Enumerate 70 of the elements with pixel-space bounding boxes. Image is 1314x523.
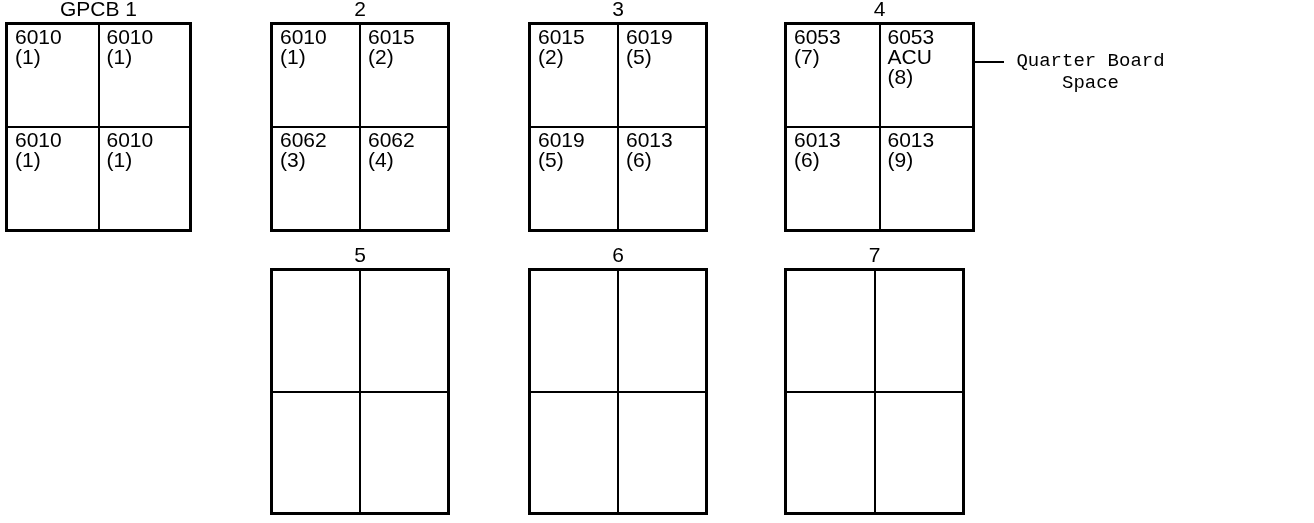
- part-label: 6062: [368, 130, 415, 150]
- board-number: 7: [868, 244, 881, 266]
- part-label: (4): [368, 150, 394, 170]
- part-label: (1): [15, 47, 41, 67]
- board-number: 6: [612, 244, 624, 266]
- part-label: (8): [887, 67, 914, 87]
- part-label: (1): [15, 150, 41, 170]
- part-label: 6053: [794, 27, 841, 47]
- quarter-board-slot: [879, 127, 973, 230]
- part-label: (6): [626, 150, 652, 170]
- part-label: 6010: [106, 27, 154, 47]
- quarter-board-slot: [272, 127, 360, 230]
- quarter-board-slot: [7, 127, 99, 230]
- quarter-board-slot: [786, 270, 875, 392]
- part-label: 6010: [15, 27, 62, 47]
- quarter-board-slot: [874, 270, 963, 392]
- quarter-board-slot: [272, 391, 360, 513]
- callout-text: Quarter Board Space: [1008, 50, 1173, 94]
- part-label: 6013: [887, 130, 935, 150]
- part-label: 6015: [368, 27, 415, 47]
- part-label: 6019: [626, 27, 673, 47]
- part-label: 6010: [15, 130, 62, 150]
- part-label: (5): [626, 47, 652, 67]
- part-label: (2): [368, 47, 394, 67]
- part-label: 6019: [538, 130, 585, 150]
- part-label: 6015: [538, 27, 585, 47]
- quarter-board-slot: [360, 24, 448, 127]
- quarter-board-slot: [874, 391, 963, 513]
- part-label: (6): [794, 150, 820, 170]
- quarter-board-slot: [360, 391, 448, 513]
- part-label: (9): [887, 150, 914, 170]
- quarter-board-slot: [618, 127, 706, 230]
- quarter-board-slot: [360, 127, 448, 230]
- quarter-board-slot: [272, 24, 360, 127]
- quarter-board-slot: [786, 127, 880, 230]
- quarter-board-slot: [530, 24, 618, 127]
- quarter-board-slot: [618, 24, 706, 127]
- quarter-board-slot: [7, 24, 99, 127]
- part-label: (2): [538, 47, 564, 67]
- quarter-board-slot: [618, 391, 706, 513]
- part-label: (1): [106, 47, 133, 67]
- quarter-board-slot: [530, 127, 618, 230]
- part-label: (7): [794, 47, 820, 67]
- board-number: 5: [354, 244, 366, 266]
- quarter-board-slot: [360, 270, 448, 392]
- part-label: 6013: [794, 130, 841, 150]
- part-label: 6010: [280, 27, 327, 47]
- leader-line: [972, 61, 1005, 63]
- part-label: (3): [280, 150, 306, 170]
- board-number: 4: [873, 0, 886, 20]
- quarter-board-slot: [98, 127, 190, 230]
- part-label: 6013: [626, 130, 673, 150]
- quarter-board-slot: [786, 391, 875, 513]
- part-label: 6010: [106, 130, 154, 150]
- quarter-board-slot: [618, 270, 706, 392]
- quarter-board-slot: [786, 24, 880, 127]
- quarter-board-slot: [530, 391, 618, 513]
- part-label: 6053: [887, 27, 935, 47]
- board-number: 2: [354, 0, 366, 20]
- part-label: (5): [538, 150, 564, 170]
- quarter-board-slot: [272, 270, 360, 392]
- part-label: 6062: [280, 130, 327, 150]
- board-number: GPCB 1: [60, 0, 137, 20]
- part-label: (1): [280, 47, 306, 67]
- quarter-board-slot: [530, 270, 618, 392]
- part-label: ACU: [887, 47, 932, 67]
- part-label: (1): [106, 150, 133, 170]
- quarter-board-slot: [879, 24, 973, 127]
- quarter-board-slot: [98, 24, 190, 127]
- board-number: 3: [612, 0, 624, 20]
